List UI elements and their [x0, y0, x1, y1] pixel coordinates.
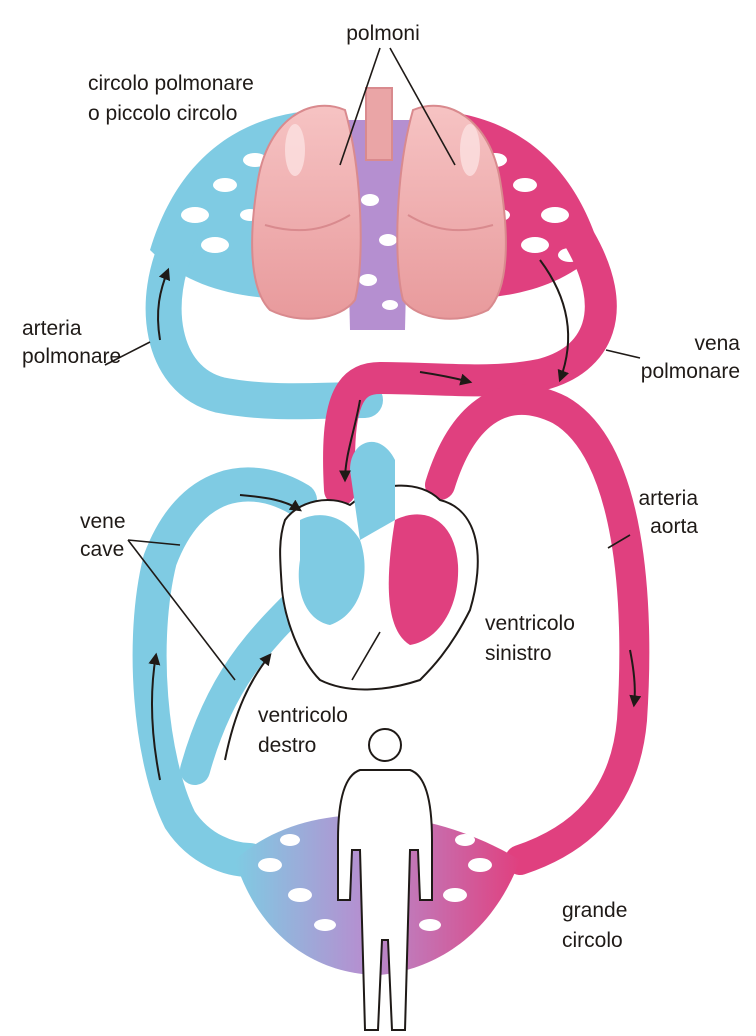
label-ventricolo-sinistro-2: sinistro — [485, 642, 552, 665]
label-ventricolo-destro-1: ventricolo — [258, 704, 348, 727]
label-circolo-polmonare-2: o piccolo circolo — [88, 102, 237, 125]
label-arteria-polmonare-2: polmonare — [22, 345, 121, 368]
label-ventricolo-destro-2: destro — [258, 734, 316, 757]
label-arteria-polmonare-1: arteria — [22, 317, 82, 340]
label-polmoni: polmoni — [346, 22, 420, 45]
label-vena-polmonare-2: polmonare — [641, 360, 740, 383]
label-ventricolo-sinistro-1: ventricolo — [485, 612, 575, 635]
label-grande-circolo-1: grande — [562, 899, 627, 922]
trachea — [366, 88, 392, 160]
label-vene-cave-2: cave — [80, 538, 124, 561]
label-grande-circolo-2: circolo — [562, 929, 623, 952]
label-arteria-aorta-1: arteria — [638, 487, 698, 510]
label-vena-polmonare-1: vena — [694, 332, 740, 355]
label-vene-cave-1: vene — [80, 510, 126, 533]
label-arteria-aorta-2: aorta — [650, 515, 698, 538]
label-circolo-polmonare-1: circolo polmonare — [88, 72, 254, 95]
